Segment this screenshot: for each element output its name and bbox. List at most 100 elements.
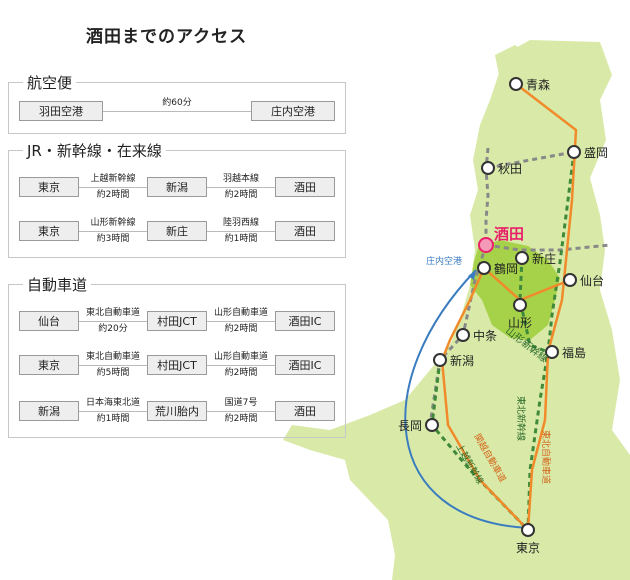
leg-line-label: 陸羽西線: [222, 218, 259, 228]
air-route: [404, 269, 529, 529]
leg-time-label: 約20分: [98, 324, 128, 334]
stop-box: 村田JCT: [147, 311, 207, 331]
leg-time-label: 約2時間: [96, 190, 130, 200]
city-marker: [513, 298, 527, 312]
leg-line-label: 東北自動車道: [85, 352, 140, 362]
route-row: 東京 上越新幹線 約2時間 新潟 羽越本線 約2時間 酒田: [19, 174, 335, 200]
city-label: 仙台: [580, 273, 604, 288]
leg-time-label: 約3時間: [96, 234, 130, 244]
leg-time-label: 約2時間: [224, 324, 258, 334]
shinkansen-line: [518, 257, 549, 354]
land-peninsula: [495, 45, 530, 80]
section-expressway-label: 自動車道: [23, 274, 92, 295]
air-route-arrow-icon: [468, 270, 476, 280]
access-panel: 酒田までのアクセス 航空便 羽田空港 約60分 庄内空港 JR・新幹線・在来線 …: [8, 27, 346, 438]
stop-box: 新潟: [147, 177, 207, 197]
city-marker: [425, 418, 439, 432]
city-label: 東京: [516, 541, 540, 555]
stop-box: 酒田: [275, 177, 335, 197]
shinkansen-line: [526, 151, 576, 531]
jr-line: [485, 243, 611, 252]
city-marker: [481, 161, 495, 175]
page-title: 酒田までのアクセス: [86, 27, 248, 47]
stop-box: 酒田IC: [275, 355, 335, 375]
route-label: 庄内空港: [426, 255, 462, 267]
route-connector: [79, 365, 147, 366]
route-row: 東京 山形新幹線 約3時間 新庄 陸羽西線 約1時間 酒田: [19, 218, 335, 244]
leg-time-label: 約2時間: [224, 368, 258, 378]
route-label: 東北新幹線: [515, 396, 527, 441]
route-row: 羽田空港 約60分 庄内空港: [19, 98, 335, 123]
stop-box: 荒川胎内: [147, 401, 207, 421]
city-label: 秋田: [498, 162, 522, 176]
route-connector: [79, 187, 147, 188]
leg-line-label: 山形自動車道: [213, 308, 268, 318]
route-row: 仙台 東北自動車道 約20分 村田JCT 山形自動車道 約2時間 酒田IC: [19, 308, 335, 334]
city-label: 酒田: [494, 225, 524, 243]
route-connector: [103, 111, 251, 112]
leg-time-label: 約5時間: [96, 368, 130, 378]
city-marker: [509, 77, 523, 91]
city-marker: [563, 273, 577, 287]
route-connector: [207, 365, 275, 366]
route-row: 東京 東北自動車道 約5時間 村田JCT 山形自動車道 約2時間 酒田IC: [19, 352, 335, 378]
route-row: 新潟 日本海東北道 約1時間 荒川胎内 国道7号 約2時間 酒田: [19, 398, 335, 424]
route-connector: [207, 321, 275, 322]
leg-line-label: 上越新幹線: [90, 174, 136, 184]
leg-line-label: 東北自動車道: [85, 308, 140, 318]
route-connector: [79, 231, 147, 232]
city-label: 盛岡: [584, 145, 608, 160]
city-marker: [456, 328, 470, 342]
leg-line-label: 山形自動車道: [213, 352, 268, 362]
city-marker: [477, 261, 491, 275]
city-marker: [567, 145, 581, 159]
jr-line: [484, 147, 490, 245]
leg-line-label: 羽越本線: [222, 174, 259, 184]
stop-box: 村田JCT: [147, 355, 207, 375]
stop-box: 新庄: [147, 221, 207, 241]
route-connector: [79, 321, 147, 322]
leg-line-label: 山形新幹線: [90, 218, 136, 228]
route-connector: [79, 411, 147, 412]
stop-box: 東京: [19, 177, 79, 197]
stop-box: 酒田: [275, 401, 335, 421]
route-connector: [207, 411, 275, 412]
leg-time-label: 約1時間: [224, 234, 258, 244]
stop-box: 羽田空港: [19, 101, 103, 121]
city-label: 新庄: [532, 251, 556, 266]
leg-time-label: 約2時間: [224, 414, 258, 424]
city-label: 長岡: [398, 419, 422, 433]
city-marker: [478, 237, 494, 253]
stop-box: 新潟: [19, 401, 79, 421]
section-air: 航空便 羽田空港 約60分 庄内空港: [8, 72, 346, 134]
stop-box: 酒田IC: [275, 311, 335, 331]
route-label: 東北自動車道: [540, 430, 552, 484]
city-label: 青森: [526, 77, 550, 92]
land-mass: [283, 40, 630, 580]
section-expressway: 自動車道 仙台 東北自動車道 約20分 村田JCT 山形自動車道 約2時間 酒田…: [8, 274, 346, 438]
leg-time-label: 約1時間: [96, 414, 130, 424]
stop-box: 庄内空港: [251, 101, 335, 121]
section-air-label: 航空便: [23, 72, 77, 93]
section-jr-label: JR・新幹線・在来線: [23, 140, 166, 161]
leg-line-label: 日本海東北道: [85, 398, 140, 408]
city-marker: [521, 523, 535, 537]
city-marker: [545, 345, 559, 359]
section-jr: JR・新幹線・在来線 東京 上越新幹線 約2時間 新潟 羽越本線 約2時間 酒田…: [8, 140, 346, 258]
leg-time-label: 約2時間: [224, 190, 258, 200]
leg-line-label: 国道7号: [224, 398, 258, 408]
route-connector: [207, 231, 275, 232]
yamagata-region: [470, 240, 560, 340]
city-label: 中条: [473, 328, 497, 343]
stop-box: 酒田: [275, 221, 335, 241]
jr-line: [487, 150, 575, 170]
city-label: 福島: [562, 345, 586, 360]
city-marker: [515, 251, 529, 265]
stop-box: 東京: [19, 221, 79, 241]
stop-box: 仙台: [19, 311, 79, 331]
stop-box: 東京: [19, 355, 79, 375]
leg-time-label: 約60分: [162, 98, 192, 108]
city-marker: [433, 353, 447, 367]
city-label: 鶴岡: [494, 261, 518, 276]
